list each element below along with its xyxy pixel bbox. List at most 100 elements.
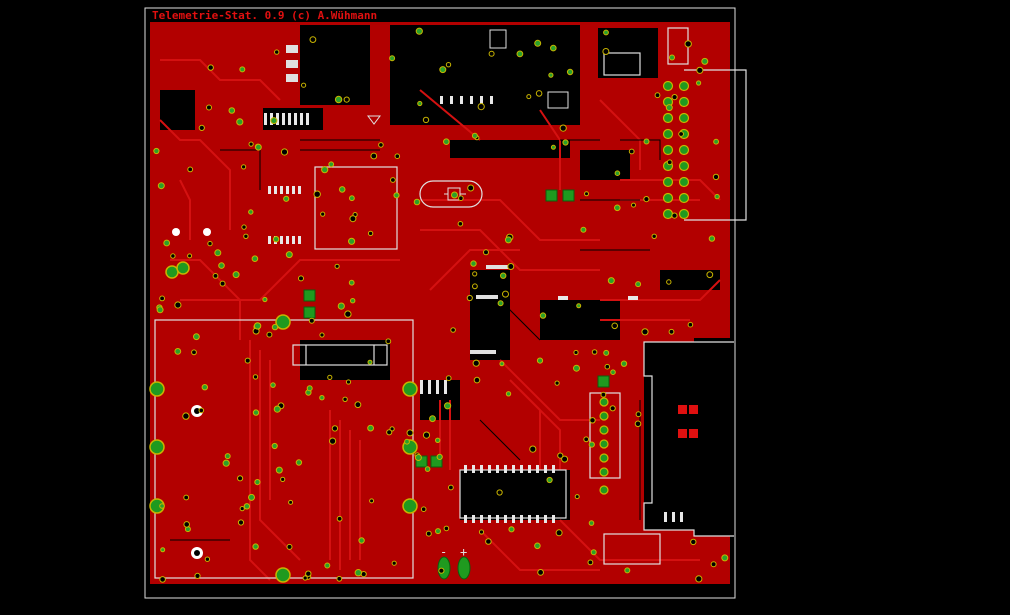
via bbox=[695, 575, 703, 583]
via bbox=[239, 506, 245, 512]
led-outline bbox=[603, 52, 641, 76]
via bbox=[183, 494, 190, 501]
via bbox=[241, 164, 247, 170]
via bbox=[651, 233, 657, 240]
via bbox=[422, 431, 431, 439]
via bbox=[198, 124, 205, 132]
via bbox=[272, 236, 280, 243]
via bbox=[696, 80, 702, 86]
via bbox=[505, 391, 512, 397]
via bbox=[550, 44, 557, 52]
via bbox=[159, 576, 166, 583]
via bbox=[483, 249, 489, 256]
via bbox=[174, 348, 182, 355]
via bbox=[156, 306, 164, 314]
via bbox=[239, 66, 246, 73]
via bbox=[590, 549, 597, 556]
via bbox=[252, 543, 259, 550]
via bbox=[539, 312, 547, 319]
connector-outline bbox=[603, 533, 661, 565]
header-outline bbox=[684, 69, 747, 221]
via bbox=[671, 212, 678, 219]
via bbox=[557, 452, 564, 459]
sd-pads bbox=[678, 405, 698, 438]
via bbox=[244, 357, 251, 364]
via bbox=[690, 538, 697, 546]
via bbox=[207, 240, 213, 247]
via bbox=[393, 192, 400, 199]
via bbox=[485, 538, 492, 545]
via bbox=[331, 425, 339, 432]
via bbox=[404, 438, 410, 445]
via bbox=[358, 537, 365, 544]
via bbox=[583, 436, 590, 443]
via bbox=[187, 166, 194, 173]
via bbox=[252, 409, 260, 416]
via bbox=[241, 224, 247, 230]
via bbox=[478, 529, 485, 535]
via bbox=[708, 235, 716, 242]
polarity-minus-label: - bbox=[440, 545, 447, 559]
via bbox=[327, 374, 333, 380]
via bbox=[466, 294, 473, 302]
via bbox=[591, 349, 598, 355]
via bbox=[687, 321, 694, 328]
via bbox=[342, 396, 348, 402]
via bbox=[516, 50, 524, 58]
via bbox=[654, 92, 661, 99]
sd-card-outline bbox=[643, 341, 734, 537]
via bbox=[504, 236, 512, 244]
via bbox=[580, 226, 587, 233]
via bbox=[584, 191, 589, 197]
vias bbox=[153, 27, 729, 583]
via bbox=[666, 159, 673, 166]
via bbox=[391, 560, 397, 566]
via bbox=[183, 521, 190, 528]
via bbox=[367, 424, 375, 432]
via bbox=[159, 295, 166, 302]
via bbox=[390, 177, 396, 183]
via bbox=[417, 100, 423, 107]
via bbox=[336, 575, 343, 582]
via bbox=[550, 144, 556, 150]
via bbox=[444, 402, 452, 410]
via bbox=[678, 131, 684, 137]
via bbox=[170, 253, 176, 259]
via bbox=[295, 459, 303, 466]
via bbox=[438, 567, 445, 574]
via bbox=[561, 455, 569, 463]
via bbox=[153, 147, 160, 155]
via bbox=[206, 104, 212, 111]
via bbox=[548, 72, 554, 78]
via bbox=[457, 221, 464, 227]
via bbox=[588, 520, 595, 526]
via bbox=[309, 36, 317, 43]
via bbox=[635, 411, 642, 418]
via bbox=[224, 453, 231, 460]
via bbox=[562, 139, 569, 146]
via bbox=[458, 195, 464, 201]
via bbox=[603, 349, 610, 356]
via bbox=[298, 275, 304, 282]
via bbox=[443, 138, 450, 145]
via bbox=[219, 280, 226, 287]
via bbox=[620, 360, 628, 367]
via bbox=[334, 95, 343, 104]
via bbox=[641, 328, 649, 336]
via bbox=[631, 202, 636, 208]
via bbox=[472, 283, 478, 290]
board-title: Telemetrie-Stat. 0.9 (c) A.Wühmann bbox=[152, 9, 377, 22]
via bbox=[422, 116, 430, 124]
via bbox=[507, 263, 515, 270]
via bbox=[666, 279, 672, 285]
via bbox=[602, 48, 610, 55]
via bbox=[237, 475, 244, 482]
via bbox=[255, 143, 262, 151]
via bbox=[301, 82, 307, 88]
via bbox=[214, 249, 222, 257]
via bbox=[413, 198, 421, 206]
via bbox=[313, 190, 321, 198]
via bbox=[614, 204, 621, 212]
via bbox=[713, 138, 719, 145]
